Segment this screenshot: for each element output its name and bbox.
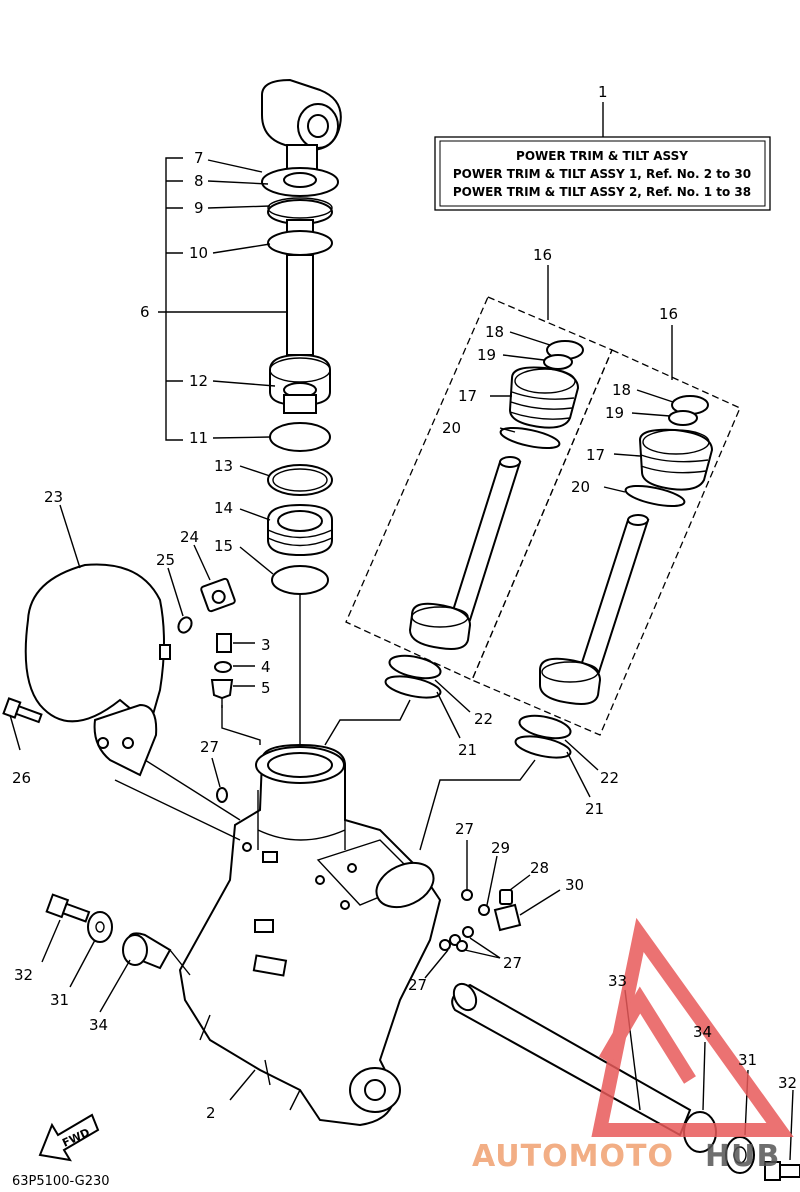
- callout-27a: 27: [200, 738, 219, 756]
- callout-10: 10: [189, 244, 208, 262]
- info-box-line1: POWER TRIM & TILT ASSY 1, Ref. No. 2 to …: [453, 167, 751, 181]
- callout-13: 13: [214, 457, 233, 475]
- callout-21a: 21: [458, 741, 477, 759]
- callout-12: 12: [189, 372, 208, 390]
- callout-16a: 16: [533, 246, 552, 264]
- callout-19b: 19: [605, 404, 624, 422]
- callout-9: 9: [194, 199, 204, 217]
- callout-19a: 19: [477, 346, 496, 364]
- info-box: 1 POWER TRIM & TILT ASSY POWER TRIM & TI…: [434, 83, 771, 211]
- trim-cylinder-kits: [345, 265, 741, 798]
- small-parts-right: [211, 757, 561, 979]
- callout-17b: 17: [586, 446, 605, 464]
- callout-26: 26: [12, 769, 31, 787]
- callout-27d: 27: [408, 976, 427, 994]
- callout-18a: 18: [485, 323, 504, 341]
- callout-25: 25: [156, 551, 175, 569]
- callout-labels: 2 3 4 5 6 7 8 9 10 12 11 13 14 15 16 16 …: [12, 149, 797, 1122]
- callout-6: 6: [140, 303, 150, 321]
- callout-16b: 16: [659, 305, 678, 323]
- tilt-cylinder-assembly: [158, 78, 342, 595]
- callout-20a: 20: [442, 419, 461, 437]
- fwd-arrow-icon: FWD: [38, 1113, 100, 1162]
- callout-31a: 31: [50, 991, 69, 1009]
- callout-11: 11: [189, 429, 208, 447]
- callout-27b: 27: [455, 820, 474, 838]
- main-body: [114, 595, 536, 1127]
- shaft-and-hardware: [41, 893, 800, 1181]
- callout-15: 15: [214, 537, 233, 555]
- callout-28: 28: [530, 859, 549, 877]
- callout-17a: 17: [458, 387, 477, 405]
- callout-32a: 32: [14, 966, 33, 984]
- callout-31b: 31: [738, 1051, 757, 1069]
- watermark-text: AUTOMOTO: [472, 1139, 674, 1174]
- callout-2: 2: [206, 1104, 216, 1122]
- callout-14: 14: [214, 499, 233, 517]
- callout-20b: 20: [571, 478, 590, 496]
- callout-30: 30: [565, 876, 584, 894]
- small-parts-left: [2, 544, 255, 751]
- callout-18b: 18: [612, 381, 631, 399]
- callout-33: 33: [608, 972, 627, 990]
- callout-22b: 22: [600, 769, 619, 787]
- callout-5: 5: [261, 679, 271, 697]
- callout-34b: 34: [693, 1023, 712, 1041]
- reservoir: [24, 504, 171, 777]
- callout-22a: 22: [474, 710, 493, 728]
- callout-7: 7: [194, 149, 204, 167]
- callout-21b: 21: [585, 800, 604, 818]
- callout-27c: 27: [503, 954, 522, 972]
- callout-23: 23: [44, 488, 63, 506]
- callout-29: 29: [491, 839, 510, 857]
- diagram-code: 63P5100-G230: [12, 1174, 110, 1189]
- callout-32b: 32: [778, 1074, 797, 1092]
- callout-24: 24: [180, 528, 199, 546]
- watermark-text-hub: HUB: [705, 1139, 780, 1174]
- callout-4: 4: [261, 658, 271, 676]
- callout-3: 3: [261, 636, 271, 654]
- callout-34a: 34: [89, 1016, 108, 1034]
- info-box-title: POWER TRIM & TILT ASSY: [516, 149, 688, 163]
- callout-1: 1: [598, 83, 608, 101]
- callout-8: 8: [194, 172, 204, 190]
- info-box-line2: POWER TRIM & TILT ASSY 2, Ref. No. 1 to …: [453, 185, 751, 199]
- watermark-logo: AUTOMOTO HUB: [472, 917, 794, 1174]
